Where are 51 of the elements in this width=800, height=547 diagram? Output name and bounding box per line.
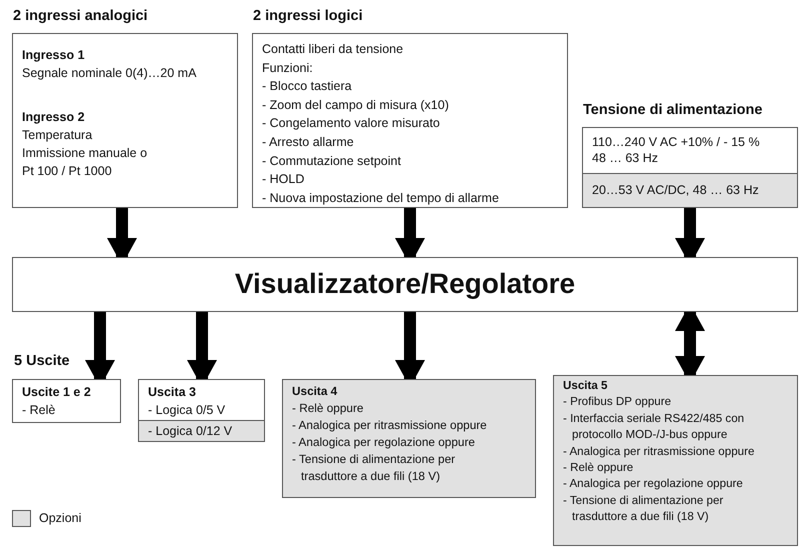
section-heading: 2 ingressi logici [253,8,363,24]
unit-title: Visualizzatore/Regolatore [234,268,576,300]
option-box [553,375,798,546]
section-heading: 2 ingressi analogici [13,8,148,24]
body-text: - Tensione di alimentazione per trasduttore a due fili (18 V) [563,492,724,526]
body-text: - HOLD [262,171,306,188]
body-text: - Zoom del campo di misura (x10) [262,96,449,114]
body-text: - Relè [22,402,56,419]
body-text: - Relè oppure [563,460,634,476]
option-box [583,173,797,207]
body-text: - Analogica per ritrasmissione oppure [292,417,487,434]
body-text: Temperatura [22,127,92,144]
info-box [138,379,265,442]
info-box [252,33,568,208]
body-text: - Logica 0/12 V [148,423,232,440]
main-unit-box [12,257,798,312]
box-title: Uscite 1 e 2 [22,384,91,401]
box-title: Uscita 3 [148,384,196,401]
body-text: - Congelamento valore misurato [262,115,440,132]
body-text: Contatti liberi da tensione [262,41,404,58]
group-heading: 5 Uscite [14,353,70,369]
body-text: - Tensione di alimentazione per trasduttore a due fili (18 V) [292,451,456,485]
body-text: - Logica 0/5 V [148,402,226,419]
box-title: Uscita 4 [292,383,338,400]
body-text: Segnale nominale 0(4)…20 mA [22,65,196,82]
body-text: 110…240 V AC +10% / - 15 % [592,134,760,150]
body-text: - Commutazione setpoint [262,152,401,170]
box-title: Ingresso 2 [22,109,85,126]
body-text: - Arresto allarme [262,134,354,151]
legend-text: Opzioni [39,511,82,525]
option-box [139,420,264,441]
info-box [582,127,798,208]
body-text: - Interfaccia seriale RS422/485 con protocollo MOD-/J-bus oppure [563,410,746,444]
body-text: - Nuova impostazione del tempo di allarme [262,190,499,207]
box-title: Ingresso 1 [22,47,85,64]
body-text: 20…53 V AC/DC, 48 … 63 Hz [592,182,759,199]
body-text: 48 … 63 Hz [592,150,658,166]
body-text: - Analogica per ritrasmissione oppure [563,444,754,460]
body-text: Funzioni: [262,60,313,77]
option-box [282,379,536,498]
body-text: - Relè oppure [292,400,364,417]
body-text: - Blocco tastiera [262,78,352,96]
info-box [12,379,121,423]
box-title: Uscita 5 [563,378,608,394]
body-text: - Analogica per regolazione oppure [563,476,743,492]
body-text: Pt 100 / Pt 1000 [22,163,112,180]
section-heading: Tensione di alimentazione [583,102,762,118]
body-text: Immissione manuale o [22,145,148,162]
info-box [12,33,238,208]
body-text: - Analogica per regolazione oppure [292,434,475,451]
body-text: - Profibus DP oppure [563,394,672,410]
